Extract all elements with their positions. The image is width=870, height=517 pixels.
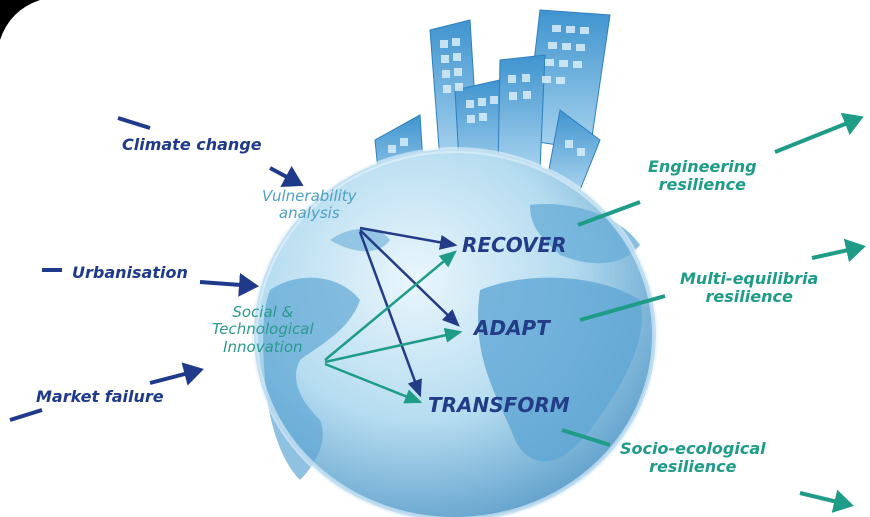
multi-line1: Multi-equilibria [680,269,819,288]
process-to-action-arrows [324,226,463,404]
innovation-line3: Innovation [223,337,303,356]
outcome-arrows [561,112,866,513]
vulnerability-analysis-label: Vulnerability analysis [262,187,357,223]
action-recover: RECOVER [462,233,567,257]
multi-line2: resilience [705,287,793,307]
vulnerability-line2: analysis [278,204,340,223]
vulnerability-line1: Vulnerability [262,187,357,205]
outcome-multi-equilibria: Multi-equilibria resilience [680,269,819,307]
driver-market-failure: Market failure [36,387,164,406]
outcome-socio-ecological: Socio-ecological resilience [620,439,766,477]
innovation-line2: Technological [212,320,314,339]
driver-climate-change: Climate change [122,135,262,154]
driver-urbanisation: Urbanisation [72,263,188,282]
driver-arrows [9,116,304,422]
innovation-line1: Social & [232,303,294,321]
outcome-engineering: Engineering resilience [648,157,757,195]
socio-line2: resilience [649,457,737,477]
action-transform: TRANSFORM [428,393,570,417]
engineering-line1: Engineering [648,157,757,176]
corner-shadow [0,0,40,40]
engineering-line2: resilience [658,175,746,195]
innovation-label: Social & Technological Innovation [212,303,314,356]
action-adapt: ADAPT [474,316,550,340]
socio-line1: Socio-ecological [620,439,766,458]
